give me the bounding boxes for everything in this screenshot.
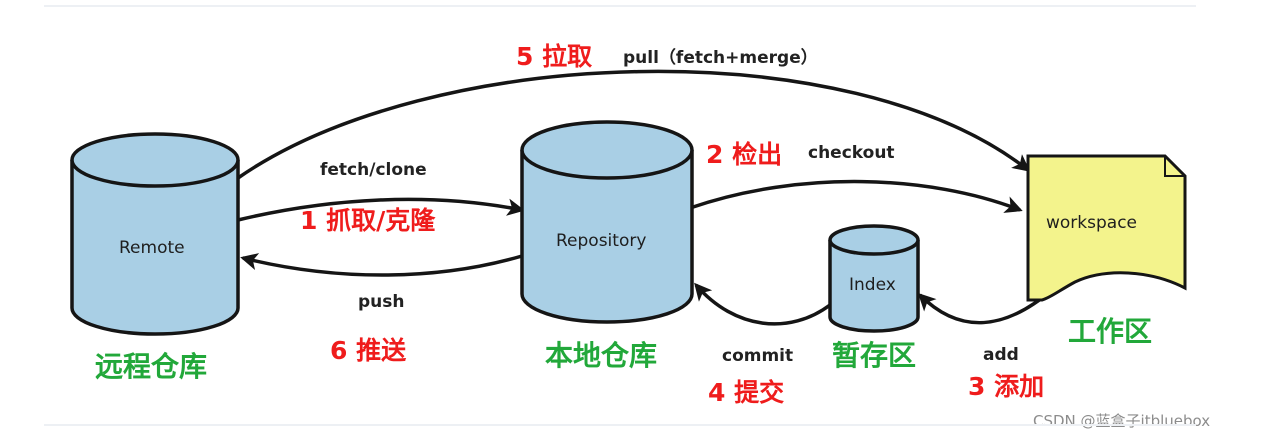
remote-caption: 远程仓库	[95, 350, 208, 383]
pull-command-label: pull（fetch+merge）	[623, 48, 818, 68]
add-step-label: 3 添加	[968, 372, 1045, 401]
index-cylinder	[828, 224, 920, 333]
push-step-label: 6 推送	[330, 336, 407, 365]
repository-cylinder	[520, 120, 694, 324]
checkout-arrow	[689, 179, 1023, 213]
watermark-text: CSDN @蓝盒子itbluebox	[1033, 412, 1211, 430]
index-caption: 暂存区	[832, 339, 917, 372]
fetch-step-label: 1 抓取/克隆	[300, 206, 436, 235]
checkout-step-label: 2 检出	[706, 140, 783, 169]
top-divider	[44, 5, 1196, 7]
workspace-caption: 工作区	[1068, 315, 1153, 348]
index-label: Index	[849, 275, 896, 295]
remote-label: Remote	[119, 238, 185, 258]
repository-caption: 本地仓库	[545, 339, 658, 372]
pull-step-label: 5 拉取	[516, 42, 593, 71]
workspace-label: workspace	[1046, 213, 1138, 233]
checkout-command-label: checkout	[808, 143, 895, 163]
fetch-command-label: fetch/clone	[320, 160, 427, 180]
workspace-document	[1026, 154, 1187, 302]
fetch-clone-arrow	[237, 197, 525, 222]
push-arrow	[240, 253, 523, 277]
add-command-label: add	[983, 345, 1019, 365]
repository-label: Repository	[556, 231, 647, 251]
pull-arrow	[237, 69, 1031, 180]
commit-command-label: commit	[722, 346, 794, 366]
add-arrow	[917, 288, 1054, 325]
commit-arrow	[694, 282, 832, 326]
bottom-divider	[44, 424, 1196, 426]
remote-cylinder	[70, 132, 240, 336]
push-command-label: push	[358, 292, 405, 312]
commit-step-label: 4 提交	[708, 378, 785, 407]
